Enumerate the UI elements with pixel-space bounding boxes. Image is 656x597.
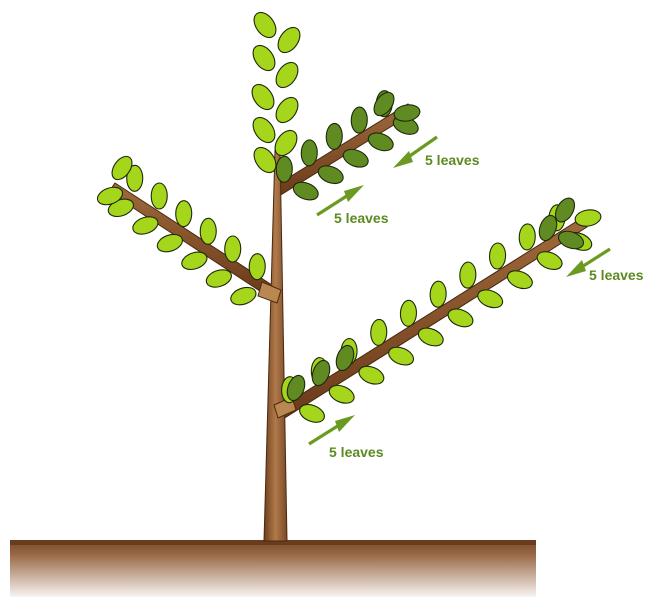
lower-right-branch-leaf bbox=[489, 243, 506, 270]
trunk-leaf bbox=[249, 41, 280, 74]
label-upper-right-inner: 5 leaves bbox=[334, 210, 389, 226]
tree-trunk bbox=[264, 150, 287, 541]
branch-upper-left bbox=[109, 183, 275, 297]
upper-right-branch-leaf bbox=[326, 123, 343, 149]
lower-right-branch-leaf bbox=[400, 300, 417, 327]
branch-lower-right bbox=[278, 218, 587, 419]
label-lower-right-inner: 5 leaves bbox=[329, 444, 384, 460]
upper-left-branch-leaf bbox=[225, 236, 241, 262]
upper-right-branch-leaf bbox=[301, 140, 318, 166]
lower-right-branch-leaf bbox=[430, 281, 447, 308]
trunk-leaf bbox=[249, 113, 280, 146]
trunk-leaf bbox=[274, 23, 305, 56]
trunk-leaf bbox=[248, 80, 279, 113]
upper-left-branch-leaf bbox=[200, 218, 216, 244]
branch-upper-right bbox=[275, 104, 413, 196]
label-upper-right-outer: 5 leaves bbox=[425, 152, 480, 168]
upper-left-branch-leaf bbox=[249, 254, 265, 280]
trunk-leaf bbox=[272, 93, 303, 126]
lower-right-branch-leaf bbox=[519, 224, 536, 251]
upper-right-branch-leaf bbox=[276, 156, 293, 182]
lower-right-branch-leaf bbox=[370, 319, 387, 346]
trunk-leaf bbox=[272, 58, 303, 91]
ground bbox=[10, 540, 536, 597]
upper-left-branch-leaf bbox=[176, 201, 192, 227]
lower-right-branch-leaf bbox=[459, 262, 476, 289]
trunk-leaf bbox=[250, 8, 281, 41]
upper-left-branch-leaf bbox=[151, 183, 167, 209]
upper-left-branch-leaf bbox=[228, 284, 258, 308]
label-lower-right-outer: 5 leaves bbox=[589, 267, 644, 283]
upper-right-branch-leaf bbox=[351, 107, 368, 133]
